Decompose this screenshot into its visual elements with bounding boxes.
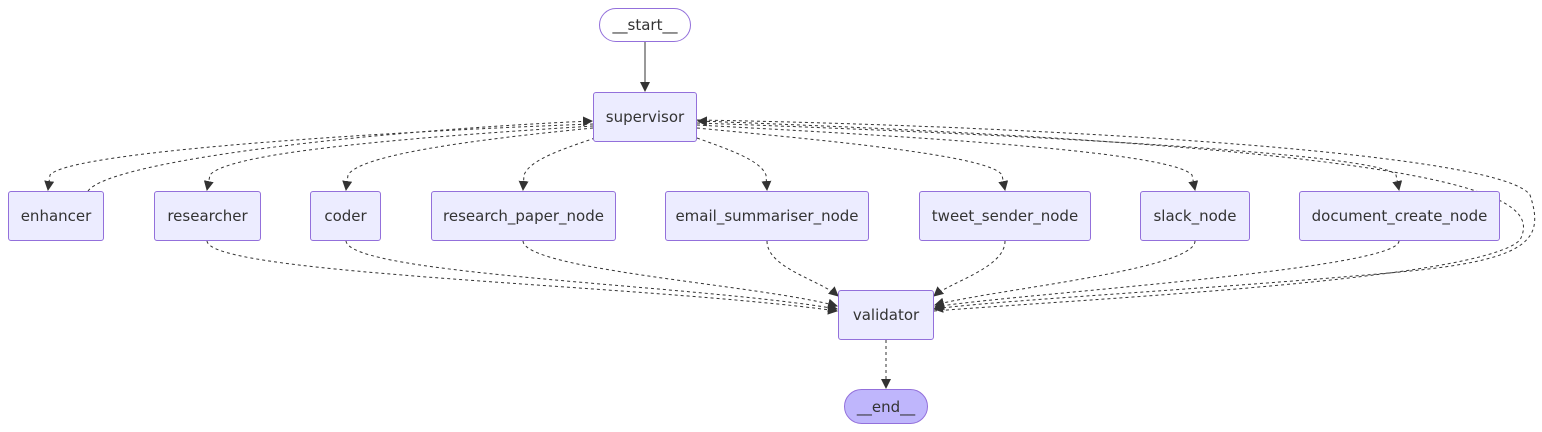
node-researcher-label: researcher xyxy=(167,207,248,225)
edge-supervisor-researcher xyxy=(203,125,594,191)
edge-researcher-validator xyxy=(206,240,838,315)
edge-supervisor-email xyxy=(696,137,772,191)
edge-supervisor-research-paper xyxy=(518,137,596,191)
edge-enhancer-supervisor xyxy=(87,116,593,192)
node-end-label: __end__ xyxy=(856,397,916,416)
node-validator-label: validator xyxy=(852,306,920,324)
node-enhancer: enhancer xyxy=(8,191,104,241)
node-validator: validator xyxy=(838,290,934,340)
edge-supervisor-tweet xyxy=(696,127,1009,191)
edge-supervisor-validator xyxy=(696,119,1536,313)
node-supervisor: supervisor xyxy=(593,92,697,142)
node-start: __start__ xyxy=(599,8,691,42)
node-coder: coder xyxy=(310,191,381,241)
edge-email-validator xyxy=(766,240,839,297)
node-supervisor-label: supervisor xyxy=(605,108,685,126)
edge-validator-supervisor xyxy=(697,116,1524,312)
edge-supervisor-slack xyxy=(696,124,1199,191)
edge-research-paper-validator xyxy=(522,240,838,309)
node-tweet-sender: tweet_sender_node xyxy=(919,191,1091,241)
edge-slack-validator xyxy=(934,240,1196,308)
node-start-label: __start__ xyxy=(612,16,678,34)
node-document-create: document_create_node xyxy=(1299,191,1500,241)
node-end: __end__ xyxy=(844,389,928,424)
node-slack: slack_node xyxy=(1140,191,1250,241)
edge-document-validator xyxy=(934,240,1400,311)
node-research-paper: research_paper_node xyxy=(431,191,616,241)
edge-supervisor-document xyxy=(696,122,1403,191)
node-document-create-label: document_create_node xyxy=(1311,207,1488,225)
node-slack-label: slack_node xyxy=(1153,207,1237,225)
edge-tweet-validator xyxy=(933,240,1006,297)
node-email-summariser-label: email_summariser_node xyxy=(675,207,859,225)
edge-supervisor-coder xyxy=(342,127,594,191)
node-enhancer-label: enhancer xyxy=(20,207,92,225)
edge-supervisor-enhancer xyxy=(44,123,594,191)
node-research-paper-label: research_paper_node xyxy=(443,207,604,225)
edge-coder-validator xyxy=(345,240,838,313)
node-email-summariser: email_summariser_node xyxy=(665,191,869,241)
node-coder-label: coder xyxy=(324,207,367,225)
node-researcher: researcher xyxy=(154,191,261,241)
node-tweet-sender-label: tweet_sender_node xyxy=(931,207,1079,225)
